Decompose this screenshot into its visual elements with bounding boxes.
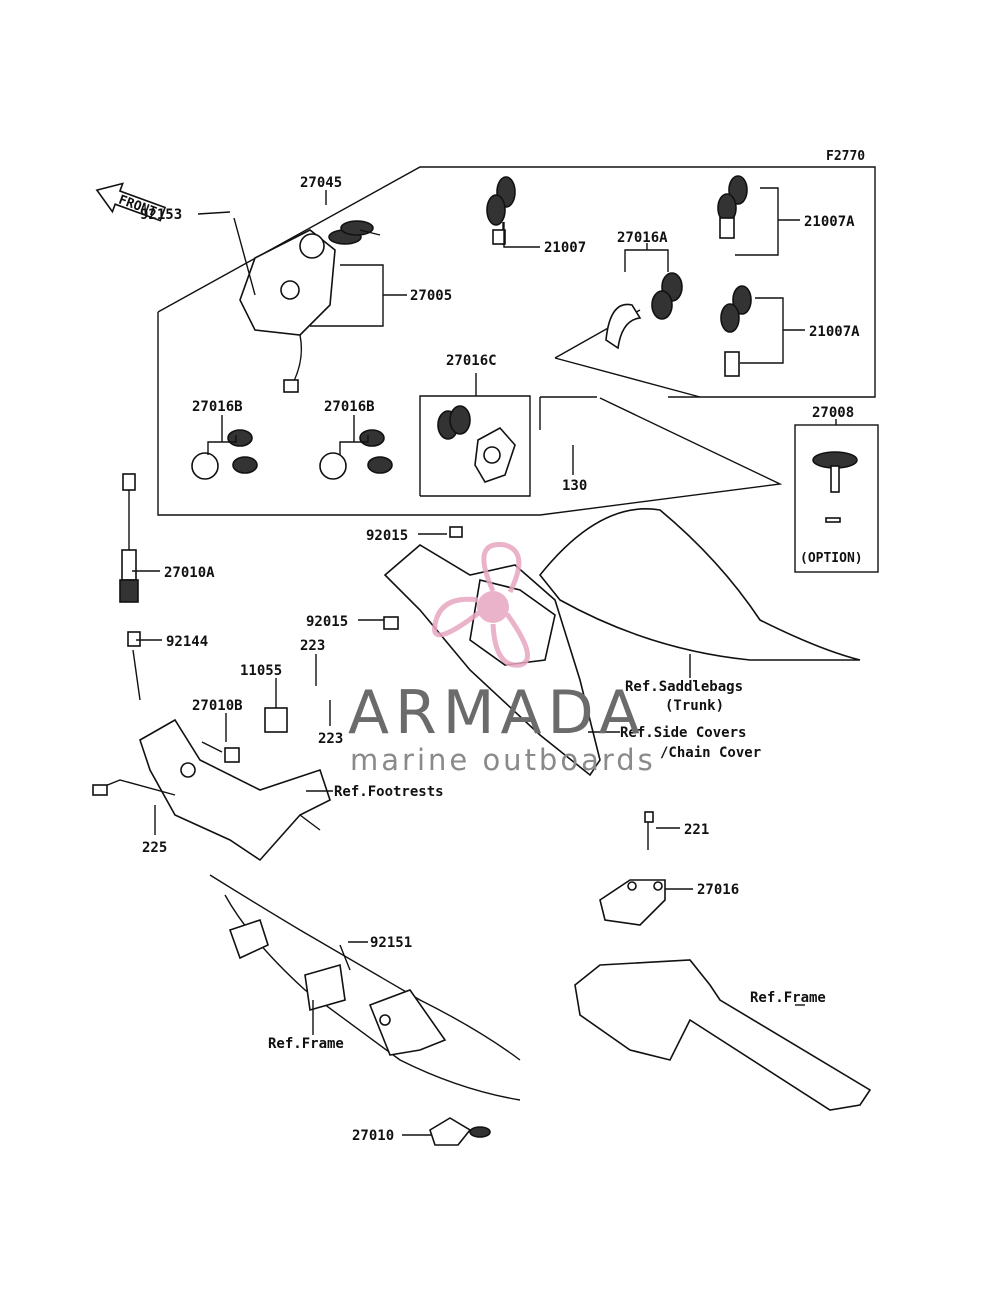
lock-27016b-right — [319, 429, 393, 480]
label-21007: 21007 — [544, 240, 586, 256]
label-ref-frame-left: Ref.Frame — [268, 1036, 344, 1052]
label-21007a-lower: 21007A — [809, 324, 860, 340]
label-92015-lower: 92015 — [306, 614, 348, 630]
label-92153: 92153 — [140, 207, 182, 223]
label-223-upper: 223 — [300, 638, 325, 654]
key-set-21007a-lower — [720, 285, 752, 377]
box-27016c — [419, 395, 597, 497]
box-27008-option — [794, 419, 879, 573]
label-ref-frame-right: Ref.Frame — [750, 990, 826, 1006]
watermark-logo-icon — [432, 542, 530, 668]
key-set-21007 — [486, 176, 516, 245]
label-27008: 27008 — [812, 405, 854, 421]
label-option: (OPTION) — [800, 551, 863, 566]
label-ref-side-covers: Ref.Side Covers — [620, 725, 746, 741]
lock-27016b-left — [191, 429, 258, 480]
leader-lines — [132, 187, 805, 1136]
ignition-switch-27005 — [239, 220, 381, 393]
label-ref-footrests: Ref.Footrests — [334, 784, 444, 800]
diagram-code: F2770 — [826, 149, 865, 164]
label-11055: 11055 — [240, 663, 282, 679]
label-ref-chain-cover: /Chain Cover — [660, 745, 761, 761]
label-27010: 27010 — [352, 1128, 394, 1144]
lock-27016c — [437, 405, 516, 483]
label-92151: 92151 — [370, 935, 412, 951]
watermark-title: ARMADA — [348, 678, 646, 748]
label-27016a: 27016A — [617, 230, 668, 246]
label-27016c: 27016C — [446, 353, 497, 369]
lock-27016a — [605, 272, 683, 350]
label-ref-saddlebags: Ref.Saddlebags — [625, 679, 743, 695]
label-27016b-right: 27016B — [324, 399, 375, 415]
label-130: 130 — [562, 478, 587, 494]
ignition-set-outline — [157, 166, 876, 516]
label-223-lower: 223 — [318, 731, 343, 747]
watermark-subtitle: marine outboards — [350, 743, 656, 777]
label-27045: 27045 — [300, 175, 342, 191]
key-set-21007a-upper — [717, 175, 748, 239]
watermark: ARMADA marine outboards — [348, 542, 656, 777]
frame-left — [209, 874, 521, 1146]
label-92015-upper: 92015 — [366, 528, 408, 544]
part-labels: 27045 92153 27005 21007 27016A 21007A 21… — [140, 175, 863, 1144]
label-92144: 92144 — [166, 634, 208, 650]
switch-27010a — [119, 473, 141, 701]
frame-right — [574, 811, 872, 1111]
label-27010b: 27010B — [192, 698, 243, 714]
label-27005: 27005 — [410, 288, 452, 304]
label-27010a: 27010A — [164, 565, 215, 581]
label-221: 221 — [684, 822, 709, 838]
label-21007a-upper: 21007A — [804, 214, 855, 230]
label-27016: 27016 — [697, 882, 739, 898]
label-ref-saddlebags-trunk: (Trunk) — [665, 698, 724, 714]
bracket-27010b — [92, 707, 331, 862]
label-27016b-left: 27016B — [192, 399, 243, 415]
label-225: 225 — [142, 840, 167, 856]
